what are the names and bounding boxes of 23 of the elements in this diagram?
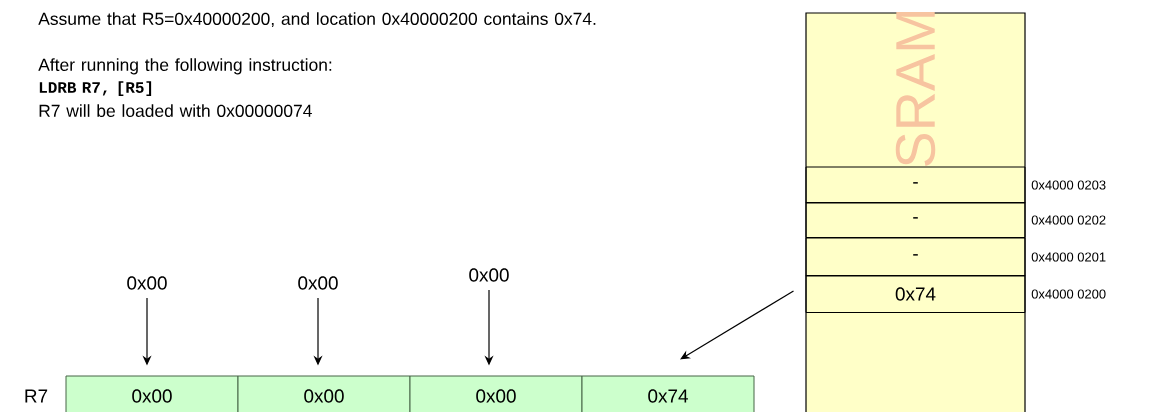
address-label: 0x4000 0202 (1031, 215, 1106, 225)
register-cell: 0x00 (65, 375, 239, 412)
byte-value: 0x00 (469, 268, 509, 282)
register-name: R7 (25, 389, 48, 403)
address-label: 0x4000 0203 (1031, 180, 1106, 190)
byte-value: 0x00 (127, 276, 167, 290)
description-text: Assume that R5=0x40000200, and location 0x40000200 contains 0x74. (38, 12, 596, 28)
register-cell: 0x74 (581, 375, 755, 412)
memory-cell: - (805, 166, 1026, 204)
memory-cell: 0x74 (805, 275, 1026, 313)
memory-cell: - (805, 237, 1026, 277)
byte-value: 0x00 (298, 276, 338, 290)
description-text: After running the following instruction: (38, 58, 332, 75)
arrow (680, 290, 795, 360)
memory-label: SRAM (895, 12, 936, 167)
memory-cell: - (805, 202, 1026, 238)
address-label: 0x4000 0201 (1031, 252, 1106, 262)
description-text: R7 will be loaded with 0x00000074 (39, 104, 312, 117)
memory-column (805, 12, 1026, 412)
register-cell: 0x00 (409, 375, 583, 412)
register-cell: 0x00 (237, 375, 411, 412)
code-line: LDRB R7, [R5] (39, 81, 152, 97)
address-label: 0x4000 0200 (1031, 289, 1106, 299)
